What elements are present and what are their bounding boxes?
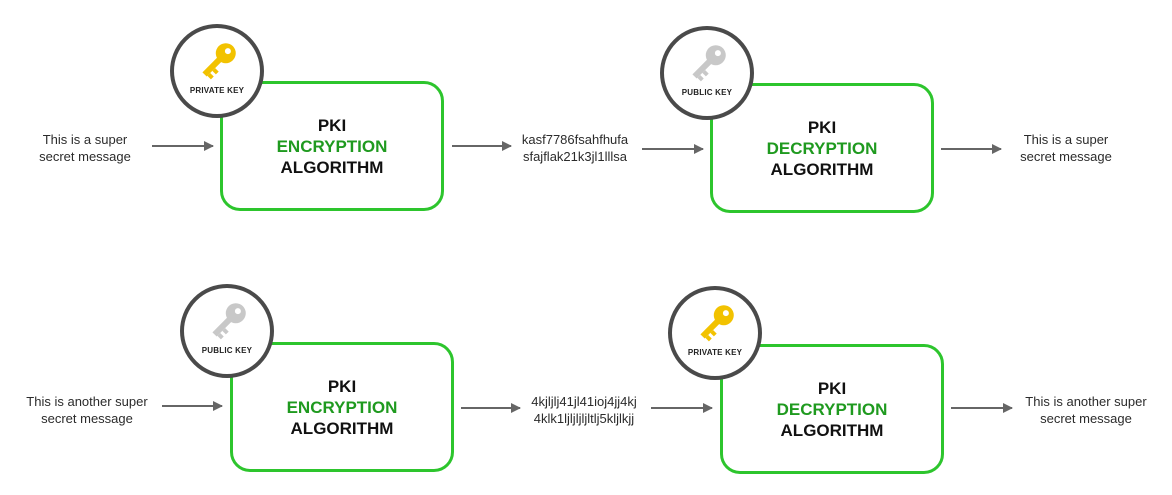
box-mode: DECRYPTION xyxy=(776,399,888,419)
plaintext-line: secret message xyxy=(41,411,133,426)
public-key-badge-2: PUBLIC KEY xyxy=(180,284,274,378)
private-key-badge-1: PRIVATE KEY xyxy=(170,24,264,118)
key-label: PRIVATE KEY xyxy=(687,348,743,357)
plaintext-line: secret message xyxy=(1020,149,1112,164)
plaintext-line: This is another super xyxy=(1025,394,1147,409)
ciphertext-line: 4kjljlj41jl41ioj4jj4kj xyxy=(531,394,637,409)
plaintext-line: secret message xyxy=(1040,411,1132,426)
box-title: PKI xyxy=(317,115,347,135)
ciphertext-line: 4klk1ljljljljltlj5kljlkjj xyxy=(533,411,635,426)
ciphertext-2: 4kjljlj41jl41ioj4jj4kj 4klk1ljljljljltlj… xyxy=(512,393,656,427)
plaintext-line: This is a super xyxy=(42,132,128,147)
plaintext-output-1: This is a super secret message xyxy=(1003,131,1129,165)
plaintext-line: This is a super xyxy=(1023,132,1109,147)
key-label: PRIVATE KEY xyxy=(189,86,245,95)
public-key-badge-1: PUBLIC KEY xyxy=(660,26,754,120)
box-subtitle: ALGORITHM xyxy=(770,159,874,179)
decryption-box-1: PKI DECRYPTION ALGORITHM xyxy=(710,83,934,213)
box-subtitle: ALGORITHM xyxy=(280,157,384,177)
plaintext-output-2: This is another super secret message xyxy=(1012,393,1160,427)
key-icon xyxy=(202,43,236,80)
key-label: PUBLIC KEY xyxy=(201,346,253,355)
plaintext-input-2: This is another super secret message xyxy=(14,393,160,427)
box-mode: ENCRYPTION xyxy=(286,397,398,417)
encryption-box-1: PKI ENCRYPTION ALGORITHM xyxy=(220,81,444,211)
key-icon xyxy=(692,45,726,82)
box-subtitle: ALGORITHM xyxy=(290,418,394,438)
private-key-badge-2: PRIVATE KEY xyxy=(668,286,762,380)
ciphertext-1: kasf7786fsahfhufa sfajflak21k3jl1lllsa xyxy=(505,131,645,165)
key-label: PUBLIC KEY xyxy=(681,88,733,97)
ciphertext-line: kasf7786fsahfhufa xyxy=(521,132,629,147)
key-icon xyxy=(700,305,734,342)
box-title: PKI xyxy=(327,376,357,396)
ciphertext-line: sfajflak21k3jl1lllsa xyxy=(522,149,628,164)
plaintext-line: secret message xyxy=(39,149,131,164)
plaintext-line: This is another super xyxy=(26,394,148,409)
key-icon xyxy=(212,303,246,340)
box-mode: DECRYPTION xyxy=(766,138,878,158)
decryption-box-2: PKI DECRYPTION ALGORITHM xyxy=(720,344,944,474)
encryption-box-2: PKI ENCRYPTION ALGORITHM xyxy=(230,342,454,472)
box-title: PKI xyxy=(817,378,847,398)
box-subtitle: ALGORITHM xyxy=(780,420,884,440)
plaintext-input-1: This is a super secret message xyxy=(20,131,150,165)
box-title: PKI xyxy=(807,117,837,137)
box-mode: ENCRYPTION xyxy=(276,136,388,156)
